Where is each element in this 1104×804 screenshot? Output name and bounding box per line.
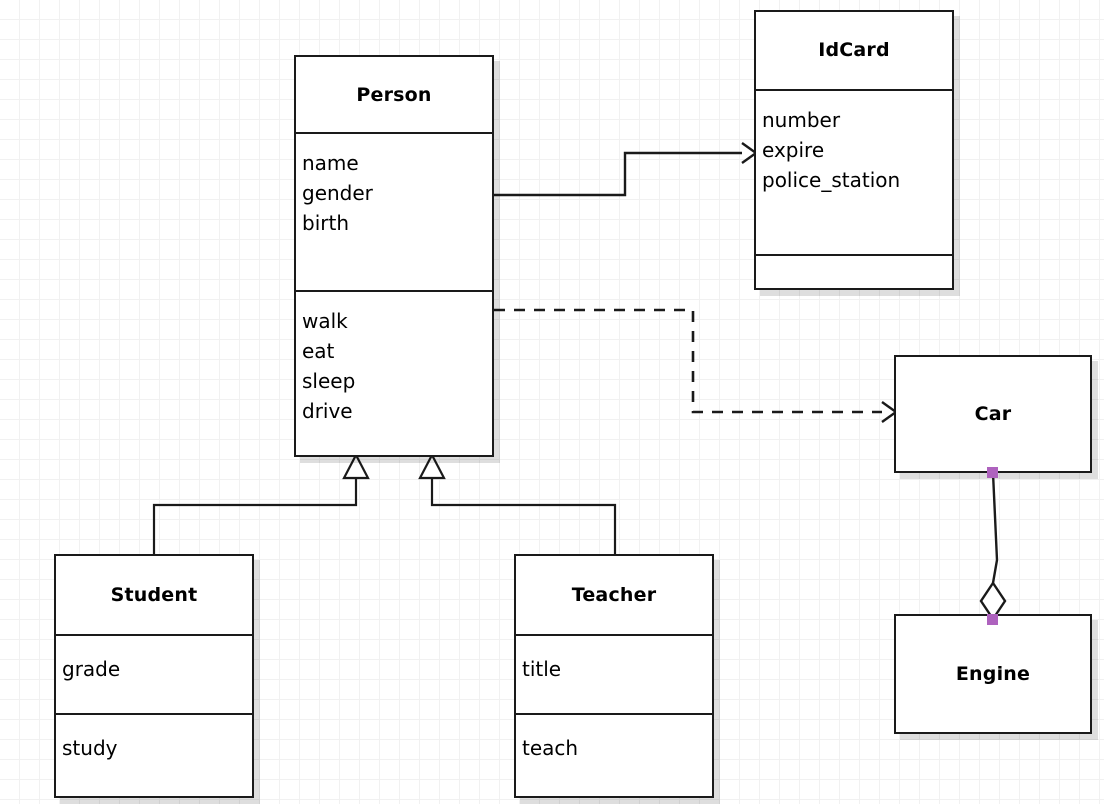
class-box-teacher[interactable]: Teacher title teach	[514, 554, 714, 798]
class-box-car[interactable]: Car	[894, 355, 1092, 473]
connector-car-engine[interactable]	[979, 472, 1007, 622]
method-item: sleep	[302, 368, 356, 393]
class-name-engine: Engine	[955, 663, 1031, 685]
method-item: study	[62, 736, 118, 761]
connector-person-car[interactable]	[494, 308, 899, 423]
attributes-student: grade	[56, 634, 252, 713]
class-box-engine[interactable]: Engine	[894, 614, 1092, 734]
attributes-teacher: title	[516, 634, 712, 713]
attribute-item: title	[522, 657, 562, 682]
connector-person-idcard[interactable]	[494, 142, 759, 197]
class-box-idcard[interactable]: IdCard number expire police_station	[754, 10, 954, 290]
attribute-item: gender	[302, 181, 373, 206]
method-item: teach	[522, 736, 579, 761]
methods-person: walk eat sleep drive	[296, 289, 492, 455]
class-box-person[interactable]: Person name gender birth walk eat sleep …	[294, 55, 494, 457]
class-name-idcard: IdCard	[818, 39, 890, 62]
connector-student-person[interactable]	[152, 452, 370, 554]
selection-handle-target[interactable]	[987, 614, 998, 625]
attribute-item: grade	[62, 657, 121, 682]
class-name-student: Student	[110, 584, 198, 607]
connector-teacher-person[interactable]	[418, 452, 617, 554]
attribute-item: name	[302, 151, 359, 176]
hollow-triangle-icon	[418, 452, 446, 480]
method-item: walk	[302, 308, 348, 333]
selection-handle-source[interactable]	[987, 467, 998, 478]
methods-teacher: teach	[516, 713, 712, 796]
class-name-car: Car	[974, 403, 1012, 425]
class-box-student[interactable]: Student grade study	[54, 554, 254, 798]
method-item: drive	[302, 398, 353, 423]
class-name-teacher: Teacher	[571, 584, 657, 607]
methods-idcard	[756, 254, 952, 288]
hollow-triangle-icon	[342, 452, 370, 480]
attribute-item: expire	[762, 137, 825, 162]
attribute-item: number	[762, 107, 841, 132]
attributes-person: name gender birth	[296, 132, 492, 289]
attribute-item: police_station	[762, 167, 901, 192]
methods-student: study	[56, 713, 252, 796]
attribute-item: birth	[302, 211, 349, 236]
attributes-idcard: number expire police_station	[756, 88, 952, 255]
method-item: eat	[302, 338, 335, 363]
class-name-person: Person	[356, 83, 432, 106]
